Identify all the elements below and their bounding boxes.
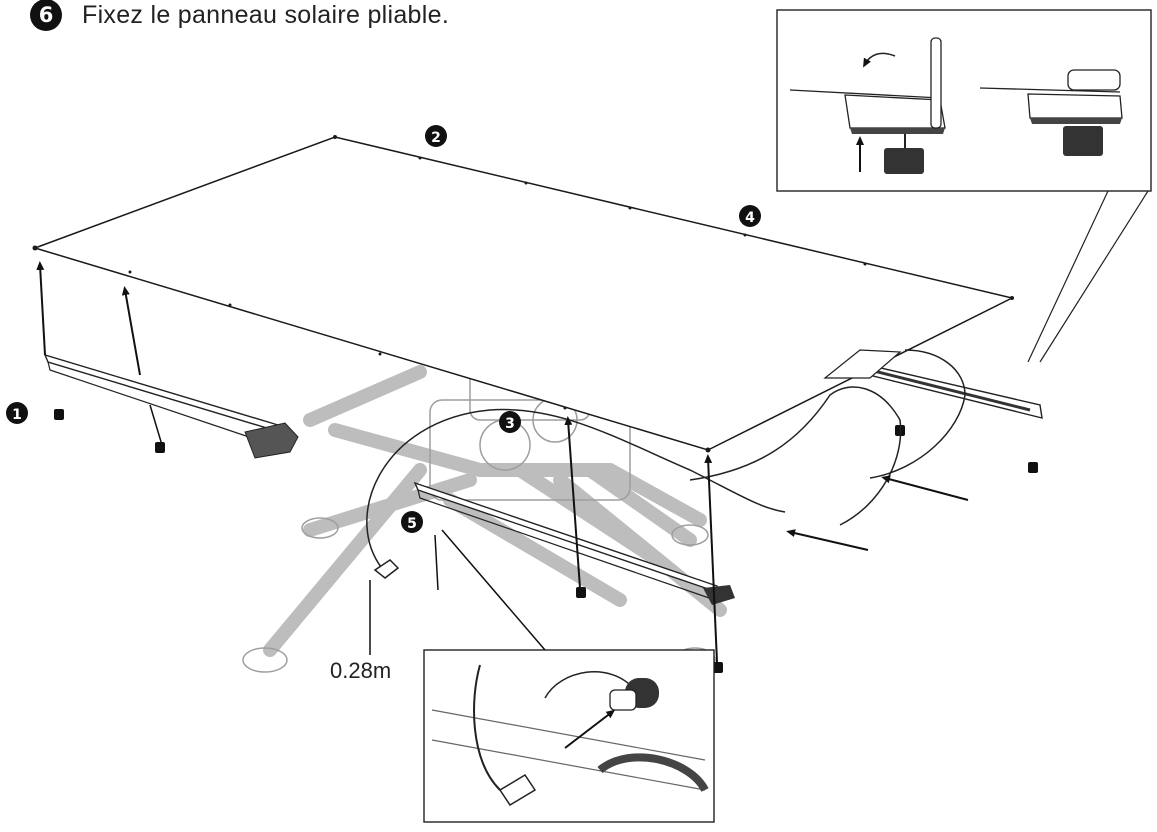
- callout-4: 4: [739, 205, 761, 227]
- detail-inset-connector: [424, 650, 714, 822]
- left-rail: [45, 355, 298, 458]
- svg-text:5: 5: [407, 516, 417, 532]
- up-arrow-icon: [40, 265, 45, 355]
- svg-text:4: 4: [745, 210, 755, 226]
- callout-3: 3: [499, 411, 521, 433]
- svg-text:1: 1: [12, 407, 22, 423]
- callout-2: 2: [425, 125, 447, 147]
- callout-5: 5: [401, 511, 423, 533]
- up-arrow-icon: [708, 458, 717, 662]
- svg-text:2: 2: [431, 130, 441, 146]
- cable-length-label: 0.28m: [330, 658, 391, 684]
- left-arrow-icon: [885, 478, 968, 500]
- left-arrow-icon: [790, 532, 868, 550]
- svg-text:3: 3: [505, 416, 515, 432]
- right-rail: [825, 350, 1042, 418]
- detail-lead-line-left: [435, 535, 438, 590]
- up-arrow-icon: [125, 290, 140, 375]
- callout-1: 1: [6, 402, 28, 424]
